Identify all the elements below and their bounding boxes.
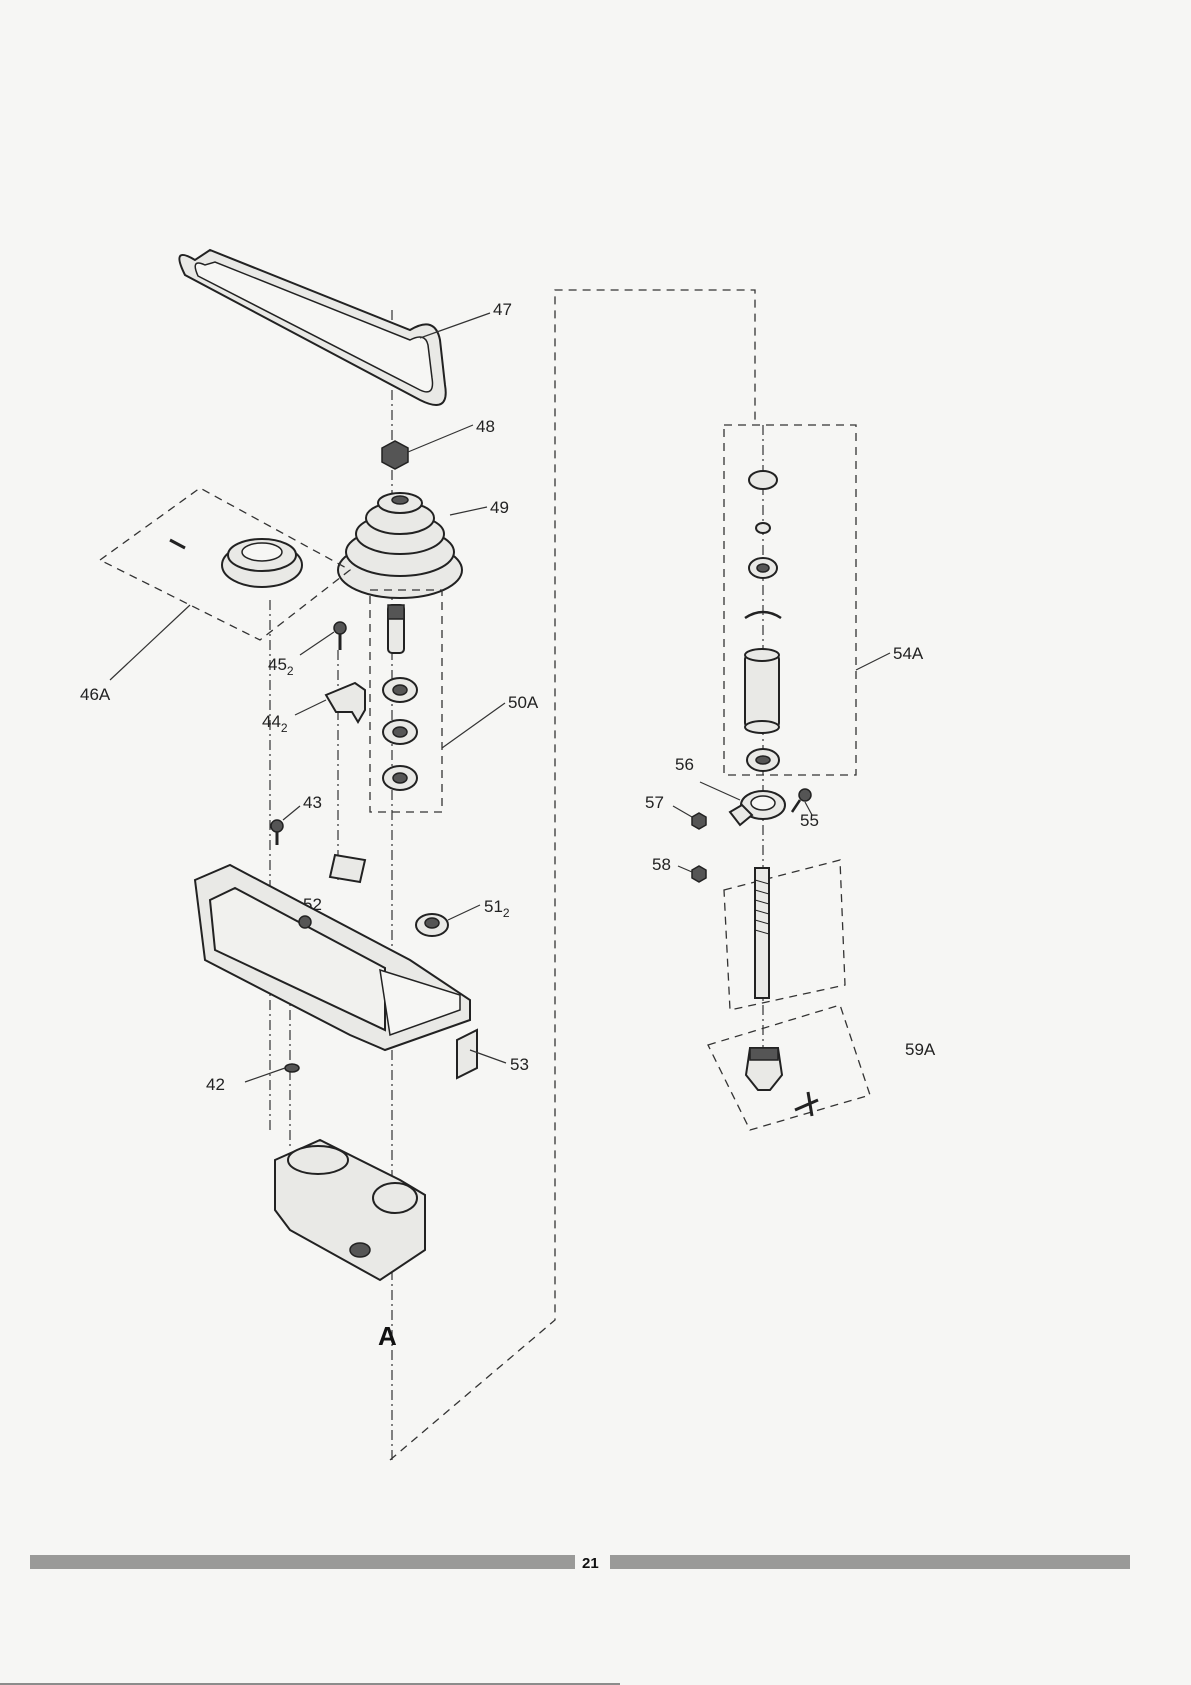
- page-number: 21: [582, 1555, 599, 1572]
- threaded-rod-part: [755, 868, 769, 998]
- nut-58-part: [692, 866, 706, 882]
- label-56: 56: [675, 755, 694, 774]
- collar-part: [730, 791, 785, 825]
- bracket-44-part: [326, 683, 365, 722]
- chuck-key-part: [795, 1092, 818, 1116]
- bearing-parts: [383, 678, 417, 790]
- washer-part: [285, 1064, 299, 1072]
- label-57: 57: [645, 793, 664, 812]
- label-46A: 46A: [80, 685, 111, 704]
- label-53: 53: [510, 1055, 529, 1074]
- screw-45-part: [334, 622, 346, 650]
- label-44: 442: [262, 712, 288, 735]
- spindle-part: [388, 605, 404, 653]
- chuck-part: [746, 1048, 782, 1090]
- label-43: 43: [303, 793, 322, 812]
- label-48: 48: [476, 417, 495, 436]
- label-58: 58: [652, 855, 671, 874]
- screw-43-part: [271, 820, 283, 845]
- nut-part: [382, 441, 408, 469]
- label-45: 452: [268, 655, 294, 678]
- motor-pulley-part: [170, 539, 302, 587]
- label-54A: 54A: [893, 644, 924, 663]
- label-52-part: [330, 855, 365, 882]
- label-55: 55: [800, 811, 819, 830]
- head-casting-part: [275, 1140, 425, 1280]
- label-59A: 59A: [905, 1040, 936, 1059]
- label-47: 47: [493, 300, 512, 319]
- grommet-part: [416, 914, 448, 936]
- kit-box-59A: [708, 1005, 870, 1130]
- belt-part: [179, 250, 445, 405]
- label-51: 512: [484, 897, 510, 920]
- nut-57-part: [692, 813, 706, 829]
- kit-box-54A-upper: [724, 425, 856, 775]
- pulley-part: [338, 493, 462, 598]
- kit-box-54A-lower: [724, 860, 845, 1010]
- footer-band-left: [30, 1555, 575, 1569]
- label-A: A: [378, 1321, 397, 1351]
- label-50A: 50A: [508, 693, 539, 712]
- belt-guard-part: [195, 865, 470, 1050]
- sticker-53-part: [457, 1030, 477, 1078]
- label-42: 42: [206, 1075, 225, 1094]
- label-49: 49: [490, 498, 509, 517]
- footer-band-right: [610, 1555, 1130, 1569]
